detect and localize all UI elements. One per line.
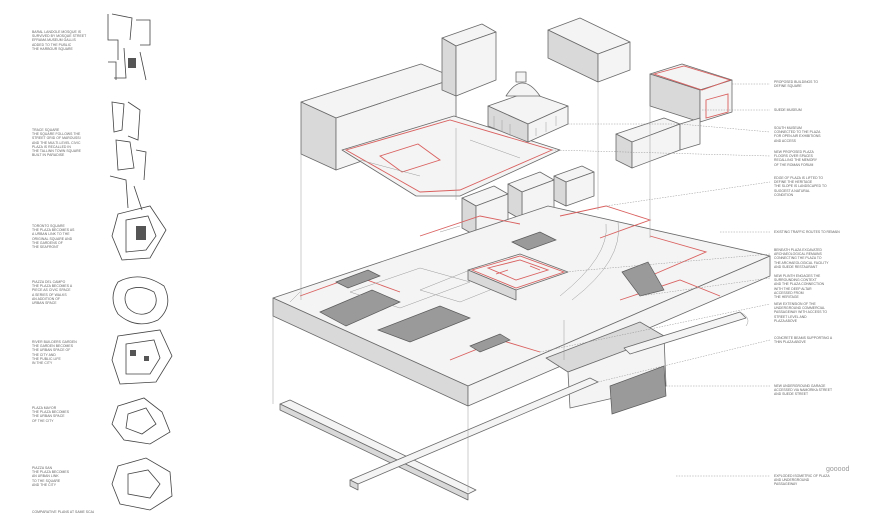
top-building-right <box>547 17 631 83</box>
church-with-plaza-layer <box>341 71 569 197</box>
comparison-plan-5 <box>111 329 173 385</box>
right-note-2: SUEDE MUSEUM <box>774 108 802 112</box>
comparison-plan-4 <box>112 276 169 325</box>
comparison-plan-1 <box>107 13 151 81</box>
comparison-plan-7 <box>111 457 173 511</box>
leader-lines <box>539 83 771 477</box>
left-footer: COMPARATIVE PLANS AT SAME SCALE <box>32 510 94 514</box>
support-beams <box>279 377 599 501</box>
watermark: gooood <box>826 466 850 473</box>
top-right-row-buildings <box>615 63 733 169</box>
right-note-6: EXISTING TRAFFIC ROUTES TO REMAIN <box>774 230 840 234</box>
projection-lines <box>272 82 651 492</box>
plaza-slab <box>272 205 771 407</box>
comparison-plan-6 <box>111 397 171 445</box>
underground-passage <box>545 311 749 415</box>
comparison-plan-3 <box>111 205 167 261</box>
top-building-mid <box>441 23 497 97</box>
comparison-plan-2 <box>109 101 147 211</box>
